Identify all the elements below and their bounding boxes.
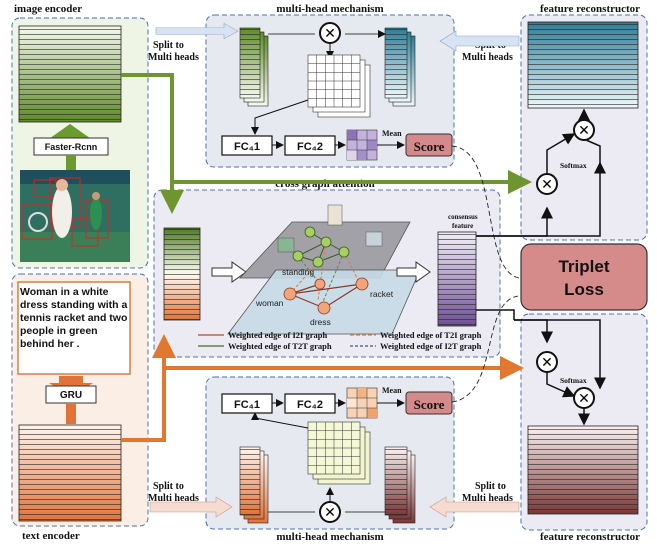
split-tl-2: Multi heads: [148, 52, 199, 63]
fc1-bottom-label: FC₄1: [234, 399, 260, 411]
mh-bottom-title: multi-head mechanism: [276, 531, 383, 543]
fc2-bottom-label: FC₄2: [297, 399, 323, 411]
image-graph-nodes: [292, 226, 350, 268]
score-bottom-label: Score: [414, 397, 445, 412]
score-top-dashed: [451, 145, 520, 279]
node-woman-label: woman: [255, 298, 284, 308]
orange-flow-arrow: [121, 356, 524, 442]
svg-text:✕: ✕: [541, 354, 553, 370]
image-encoder-title: image encoder: [14, 3, 82, 15]
caption-box-border: [17, 281, 131, 375]
text-graph-nodes: [283, 277, 369, 315]
mean-top-label: Mean: [382, 129, 402, 138]
svg-text:✕: ✕: [578, 122, 590, 138]
i2t-edges: [297, 251, 345, 305]
text-encoder-title: text encoder: [22, 530, 80, 542]
crop-woman: [327, 204, 343, 226]
mh-bottom-maroon-stack: [384, 446, 416, 524]
t2i-edges: [289, 241, 361, 301]
score-bottom-dashed: [451, 295, 520, 403]
consensus-label-2: feature: [452, 222, 473, 230]
consensus-label-1: consensus: [448, 213, 478, 221]
faster-rcnn-label: Faster-Rcnn: [45, 142, 98, 152]
mh-bottom-attention-grid: [307, 421, 371, 485]
mult-bottom-x: ✕: [324, 504, 336, 520]
fc2-top-label: FC₄2: [297, 141, 323, 153]
triplet-label-2: Loss: [564, 280, 604, 299]
crop-racket: [365, 231, 383, 247]
split-tl-1: Split to: [153, 40, 184, 51]
fr-bottom-title: feature reconstructor: [540, 531, 640, 543]
legend-t2t: Weighted edge of T2T graph: [228, 341, 332, 351]
mh-bottom-peach-grid: [346, 387, 378, 419]
fc1-top-label: FC₄1: [234, 141, 260, 153]
softmax-top-label: Softmax: [560, 161, 587, 170]
triplet-label-1: Triplet: [558, 257, 609, 276]
split-tr-2: Multi heads: [462, 52, 513, 63]
green-flow-arrow: [121, 73, 532, 194]
svg-text:✕: ✕: [578, 390, 590, 406]
split-arrow-br: [429, 496, 520, 518]
mult-top-x: ✕: [324, 25, 336, 41]
mh-top-purple-grid: [346, 129, 378, 161]
node-racket-label: racket: [370, 289, 394, 299]
split-arrow-tl: [155, 22, 239, 40]
fr-top-title: feature reconstructor: [540, 3, 640, 15]
score-bottom-box: [405, 391, 453, 415]
split-arrow-bl: [149, 496, 233, 518]
mh-top-title: multi-head mechanism: [276, 3, 383, 15]
softmax-bottom-label: Softmax: [560, 376, 587, 385]
mean-bottom-label: Mean: [382, 386, 402, 395]
legend-t2i: Weighted edge of T2I graph: [380, 330, 482, 340]
caption-text: Woman in a white dress standing with a t…: [20, 286, 128, 350]
mh-top-green-stack: [239, 27, 269, 107]
cga-legend: Weighted edge of I2I graph Weighted edge…: [198, 330, 482, 351]
legend-i2t: Weighted edge of I2T graph: [380, 341, 482, 351]
split-br-2: Multi heads: [462, 493, 513, 504]
score-top-box: [405, 133, 453, 157]
mh-bottom-orange-stack: [239, 446, 269, 524]
split-bl-2: Multi heads: [148, 493, 199, 504]
score-top-label: Score: [414, 139, 445, 154]
crop-person: [277, 237, 295, 253]
cga-arrow-left: [211, 261, 247, 283]
split-arrow-tr: [439, 30, 520, 52]
cga-arrow-right: [396, 261, 431, 283]
split-br-1: Split to: [475, 481, 506, 492]
node-standing-label: standing: [282, 267, 314, 277]
triplet-loss-box: [520, 243, 648, 311]
split-bl-1: Split to: [153, 481, 184, 492]
mh-top-teal-stack: [384, 27, 416, 107]
node-dress-label: dress: [310, 317, 331, 327]
legend-i2i: Weighted edge of I2I graph: [228, 330, 327, 340]
svg-text:✕: ✕: [541, 176, 553, 192]
mh-top-attention-grid: [307, 54, 371, 118]
tennis-image: [20, 170, 130, 262]
gru-label: GRU: [60, 390, 82, 401]
